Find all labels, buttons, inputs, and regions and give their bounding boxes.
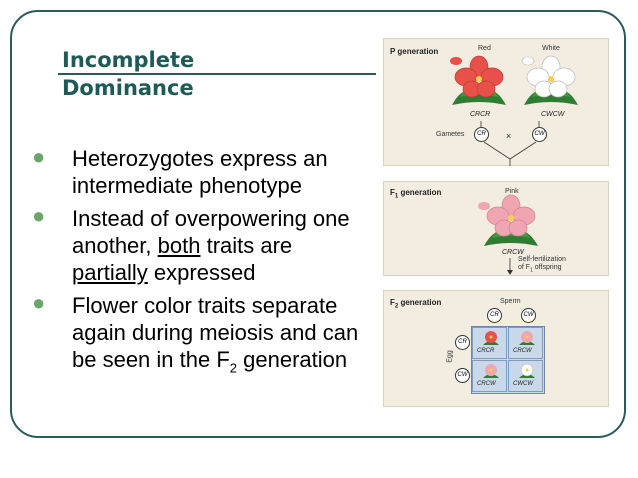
white-flower-icon [521,55,578,105]
selfing-note: Self-fertilization of F1 offspring [518,256,566,274]
pink-flower-icon [478,194,538,246]
egg-cr: CR [455,335,470,350]
punnett-cell-rw-2: CRCW [472,360,507,392]
slide-title: Incomplete Dominance [62,46,194,102]
emphasis-partially: partially [72,260,148,285]
bullet-text-1: Heterozygotes express an intermediate ph… [72,146,328,198]
punnett-cell-rw-1: CRCW [508,327,543,359]
sperm-label: Sperm [500,298,521,305]
bullet-text-3: Flower color traits separate again durin… [72,293,359,376]
f2-generation-panel: F2 generation Sperm CR CW Egg CR CW CRCR… [383,290,609,407]
punnett-square: CRCR CRCW CRCW CWCW [471,326,545,394]
p-generation-label: P generation [390,47,439,56]
pink-flower-icon [483,364,499,378]
genotype-f1: CRCW [502,249,524,256]
white-flower-icon [519,363,535,378]
punnett-cell-ww: CWCW [508,360,543,392]
genotype-red: CRCR [470,111,491,118]
gamete-cw: CW [532,127,547,142]
bullet-dot-1: ● [32,144,46,169]
punnett-cell-rr: CRCR [472,327,507,359]
red-flower-icon [483,331,499,345]
cross-lines [480,121,540,166]
white-label: White [542,45,560,52]
red-label: Red [478,45,491,52]
bullet-text-2: Instead of overpowering one another, bot… [72,206,350,285]
f1-generation-label: F1 generation [390,188,442,200]
gametes-label: Gametes [436,131,465,138]
egg-label: Egg [446,350,454,363]
genotype-white: CWCW [541,111,565,118]
red-flower-icon [450,55,506,105]
sperm-cw: CW [521,308,536,323]
title-line-2: Dominance [62,76,194,100]
title-line-1: Incomplete [62,48,195,72]
f2-generation-label: F2 generation [390,298,442,310]
sperm-cr: CR [487,308,502,323]
f1-generation-panel: F1 generation Pink CRCW Self-fertilizati… [383,181,609,276]
title-underline [58,73,376,75]
cross-symbol: × [506,131,512,141]
gamete-cr: CR [474,127,489,142]
emphasis-both: both [157,233,201,258]
slide-frame [10,10,626,438]
bullet-dot-3: ● [32,290,46,315]
egg-cw: CW [455,368,470,383]
p-generation-panel: P generation Red White CRCR CWCW Gametes… [383,38,609,166]
pink-label: Pink [505,188,519,195]
bullet-dot-2: ● [32,203,46,228]
pink-flower-icon [519,331,535,345]
selfing-arrow [507,258,513,275]
